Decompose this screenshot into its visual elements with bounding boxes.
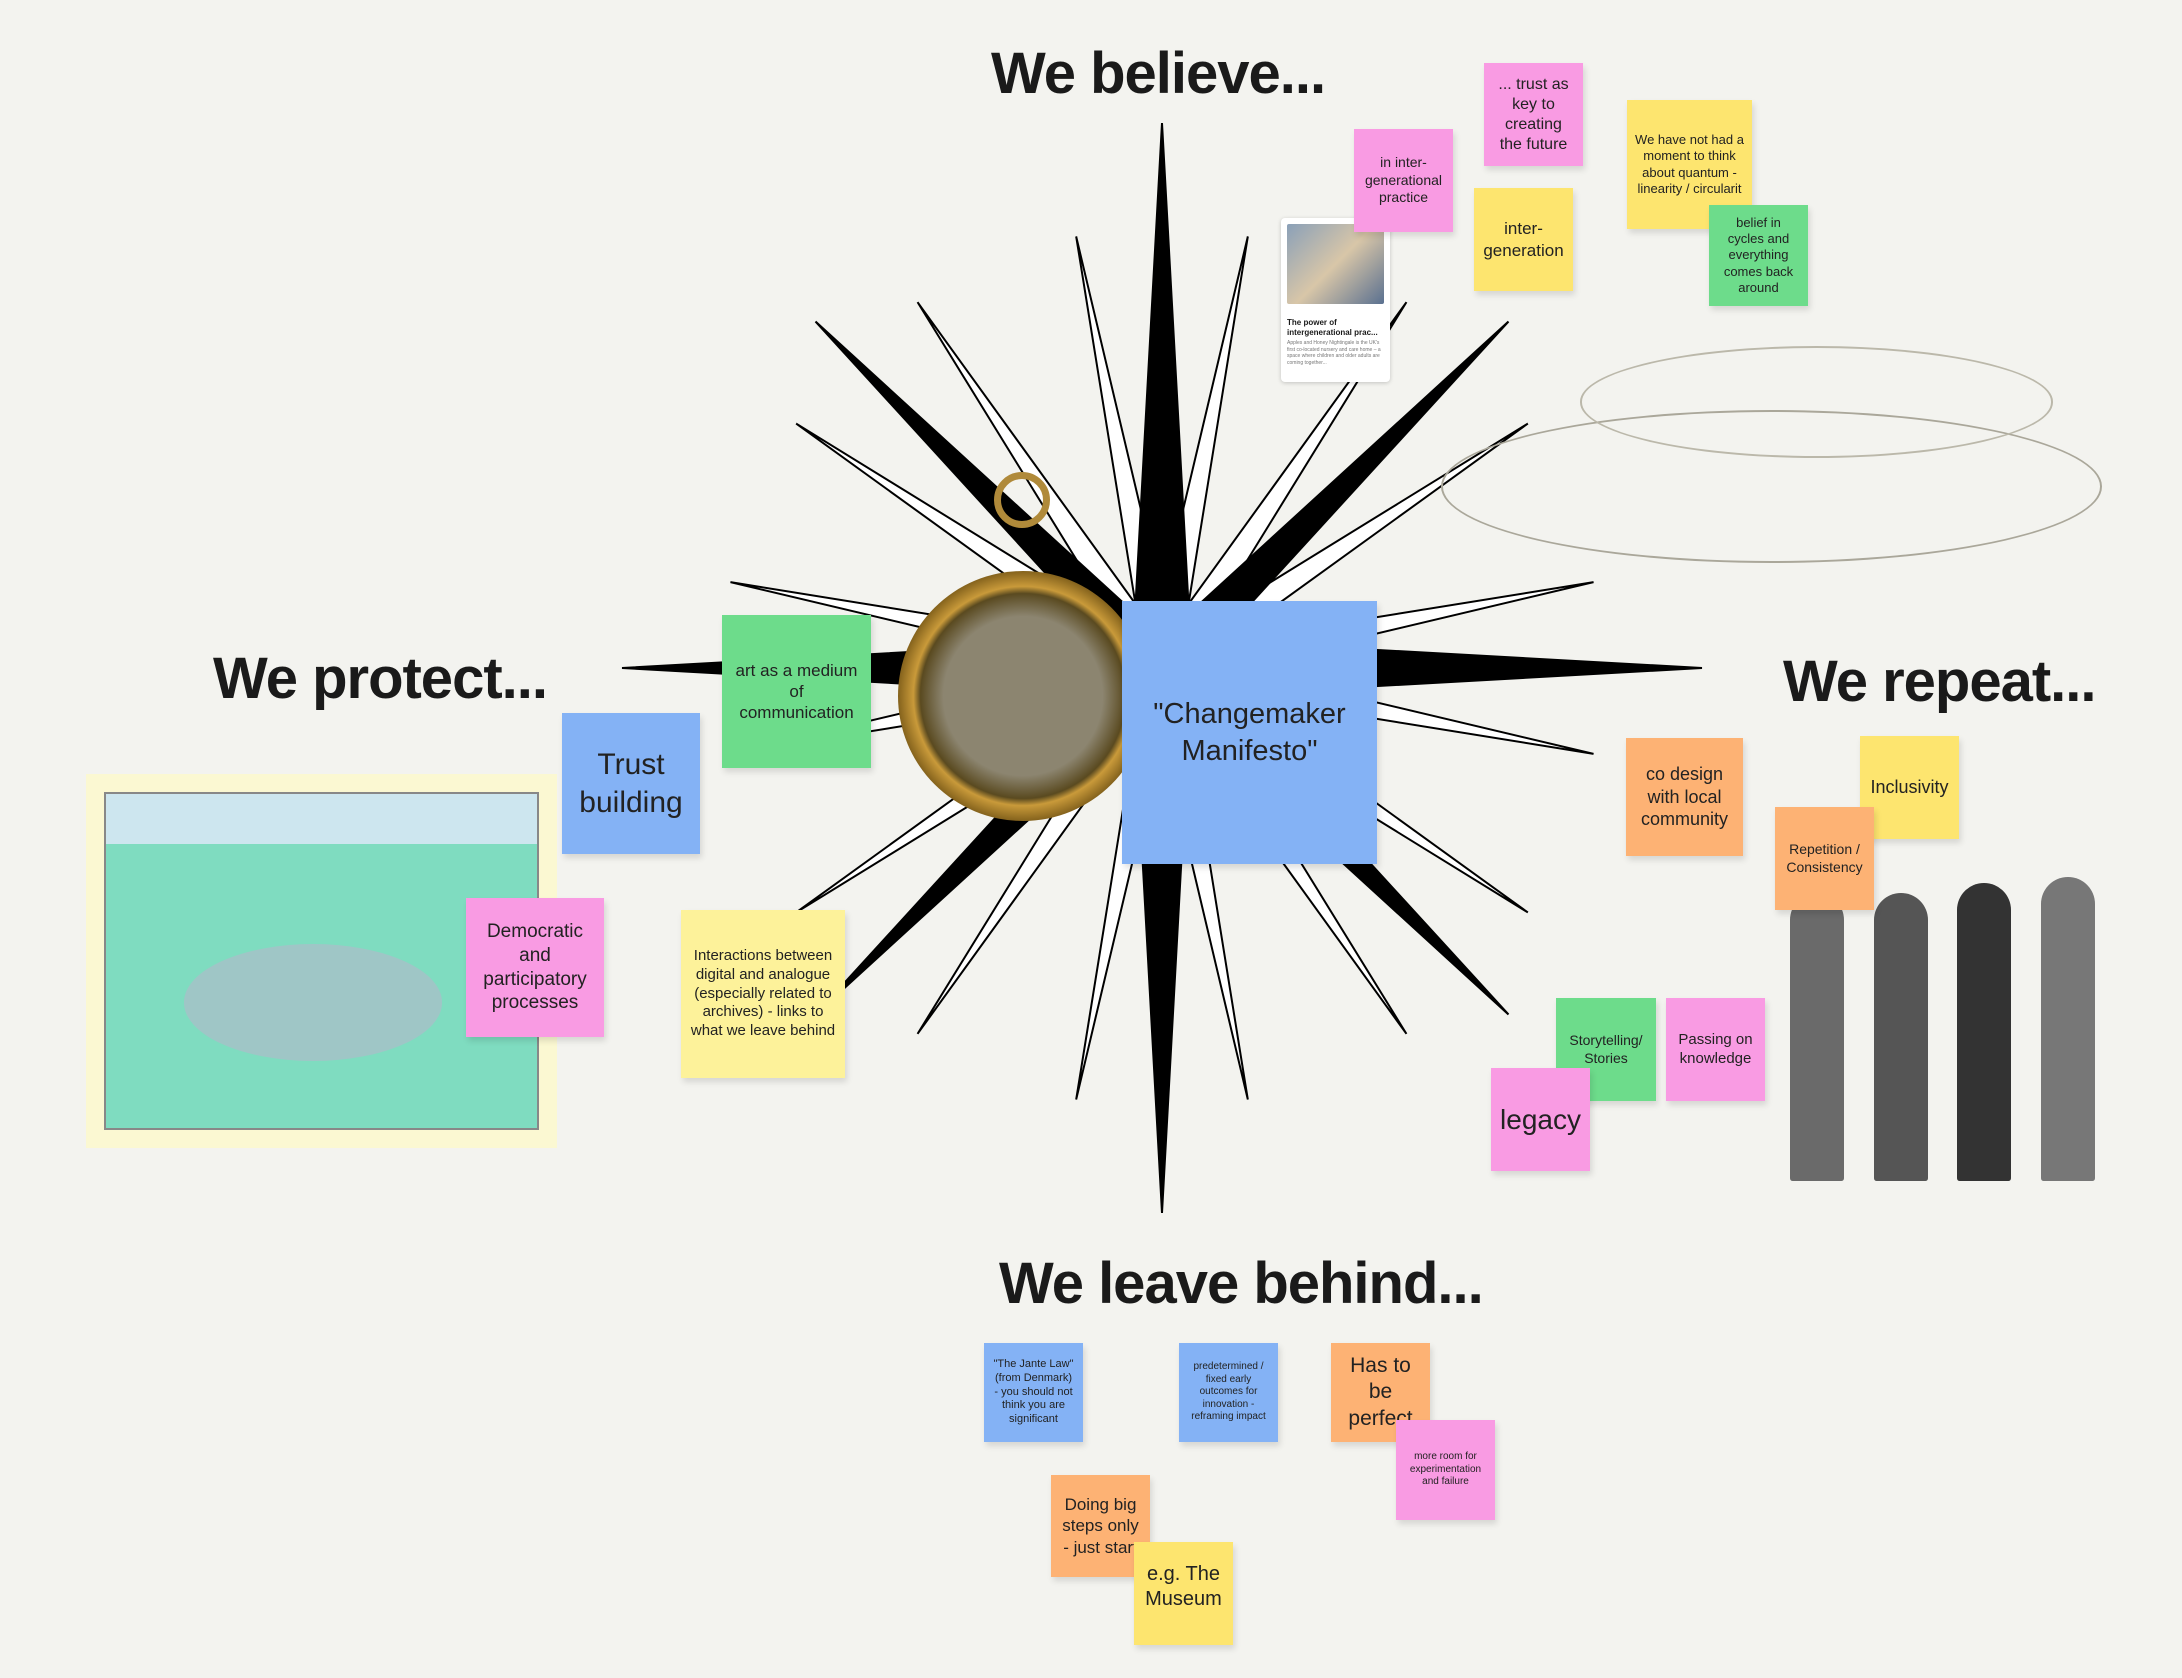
women-holding-computer-parts-photo [1698, 877, 2116, 1197]
heading-we-believe: We believe... [991, 41, 1326, 106]
medallion-image [898, 571, 1148, 821]
sticky-note-passing-knowledge[interactable]: Passing on knowledge [1666, 998, 1765, 1101]
sticky-note-cycles[interactable]: belief in cycles and everything comes ba… [1709, 205, 1808, 306]
card-thumbnail [1287, 224, 1384, 304]
sticky-note-jante[interactable]: "The Jante Law" (from Denmark) - you sho… [984, 1343, 1083, 1442]
link-preview-card[interactable]: The power of intergenerational prac... A… [1281, 218, 1390, 382]
sticky-note-predetermined[interactable]: predetermined / fixed early outcomes for… [1179, 1343, 1278, 1442]
sticky-note-democratic[interactable]: Democratic and participatory processes [466, 898, 604, 1037]
sticky-note-trust-future[interactable]: ... trust as key to creating the future [1484, 63, 1583, 166]
sticky-note-co-design[interactable]: co design with local community [1626, 738, 1743, 856]
heading-we-leave-behind: We leave behind... [999, 1251, 1484, 1316]
sticky-note-trust-building[interactable]: Trust building [562, 713, 700, 854]
compass-cardinal-ray [1130, 122, 1194, 669]
medallion-ring [994, 472, 1050, 528]
card-title: The power of intergenerational prac... [1287, 318, 1378, 337]
sticky-note-repetition[interactable]: Repetition / Consistency [1775, 807, 1874, 910]
sticky-note-intergenerational-practice[interactable]: in inter-generational practice [1354, 129, 1453, 232]
ice-skaters-illustration [1406, 313, 2102, 591]
sticky-note-inter-generation[interactable]: inter-generation [1474, 188, 1573, 291]
sticky-note-art-medium[interactable]: art as a medium of communication [722, 615, 871, 768]
heading-we-repeat: We repeat... [1783, 649, 2096, 714]
sticky-note-more-room[interactable]: more room for experimentation and failur… [1396, 1420, 1495, 1520]
sticky-note-inclusivity[interactable]: Inclusivity [1860, 736, 1959, 839]
heading-we-protect: We protect... [213, 646, 548, 711]
card-description: Apples and Honey Nightingale is the UK's… [1287, 340, 1381, 366]
sticky-note-museum[interactable]: e.g. The Museum [1134, 1542, 1233, 1645]
sticky-note-legacy[interactable]: legacy [1491, 1068, 1590, 1171]
sticky-note-big-steps[interactable]: Doing big steps only - just start [1051, 1475, 1150, 1577]
sticky-note-changemaker[interactable]: "Changemaker Manifesto" [1122, 601, 1377, 864]
sticky-note-interactions[interactable]: Interactions between digital and analogu… [681, 910, 845, 1078]
